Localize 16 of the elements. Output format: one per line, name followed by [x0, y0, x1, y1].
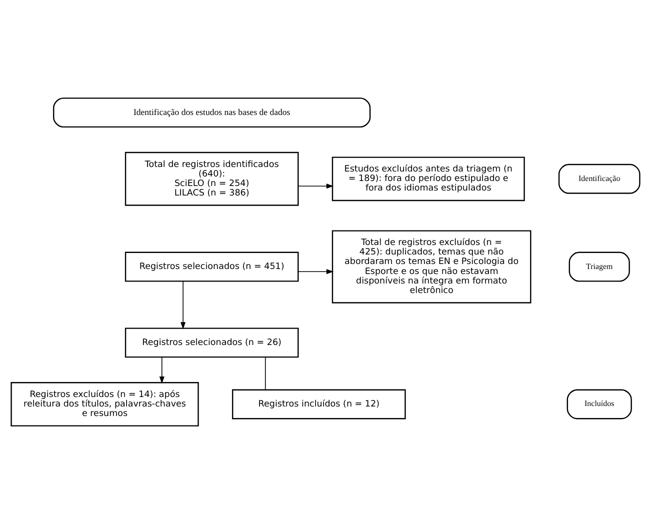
node-box: Estudos excluídos antes da triagem (n = 189): fora do período estipulado e fora dos idiomas estipulados [332, 156, 525, 201]
connector [264, 356, 266, 390]
node-box: Registros excluídos (n = 14): após releitura dos títulos, palavras-chaves e resumos [10, 382, 199, 426]
node-box: Registros selecionados (n = 26) [124, 327, 299, 358]
node-box: Identificação [558, 163, 640, 194]
arrow [180, 280, 186, 329]
node-box: Incluídos [566, 388, 632, 419]
node-box: Triagem [568, 251, 630, 282]
arrow [298, 183, 334, 188]
arrow [159, 356, 164, 384]
node-box: Total de registros excluídos (n = 425): duplicados, temas que não abordaram os temas EN e Psicologia do Esporte e os que não estavam disponíveis na íntegra em formato eletrônico [332, 230, 532, 303]
node-box: Registros selecionados (n = 451) [124, 251, 299, 282]
node-box: Registros incluídos (n = 12) [232, 388, 406, 419]
node-box: Identificação dos estudos nas bases de dados [53, 97, 371, 128]
arrow [298, 268, 334, 274]
node-box: Total de registros identificados (640): SciELO (n = 254) LILACS (n = 386) [124, 151, 299, 206]
